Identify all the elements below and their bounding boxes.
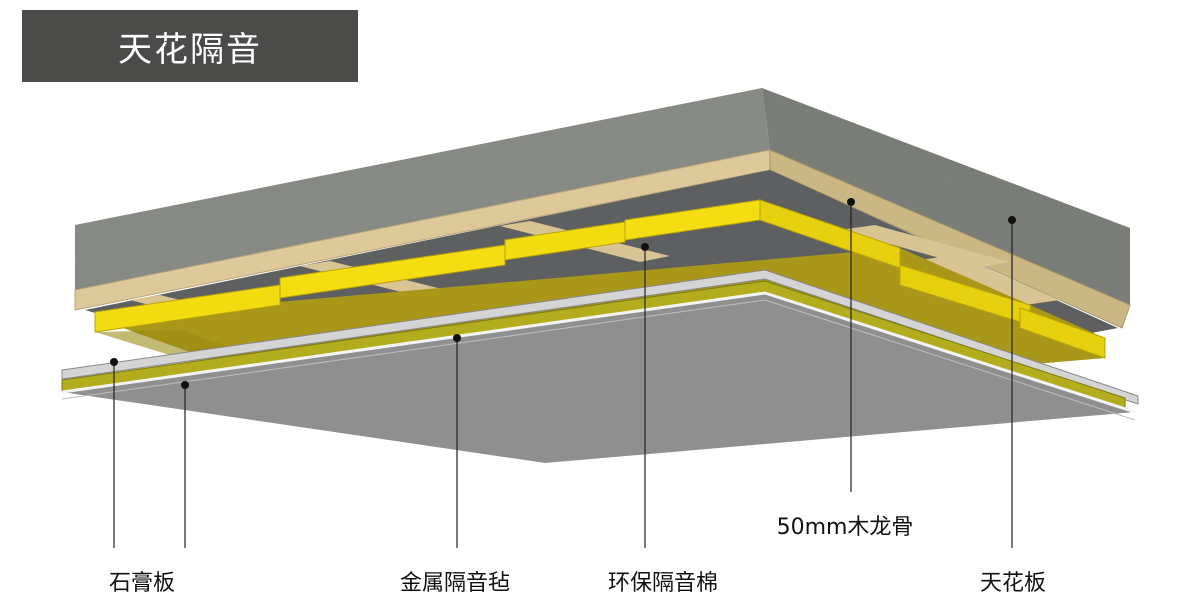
wood-keel-frame bbox=[74, 149, 1131, 329]
concrete-slab bbox=[75, 88, 1130, 305]
label-metal-felt: 金属隔音毡 bbox=[399, 571, 511, 596]
title-box: 天花隔音 bbox=[22, 10, 358, 82]
diagram-title: 天花隔音 bbox=[118, 29, 262, 70]
label-eco-cotton: 环保隔音棉 bbox=[607, 571, 719, 596]
gypsum-board-top bbox=[61, 269, 1139, 405]
label-gypsum-board: 石膏板 bbox=[108, 571, 176, 596]
label-ceiling-slab: 天花板 bbox=[979, 571, 1047, 596]
label-wood-keel: 50mm木龙骨 bbox=[776, 515, 914, 540]
leader-lines bbox=[113, 202, 1013, 548]
leader-dots bbox=[110, 198, 1016, 389]
